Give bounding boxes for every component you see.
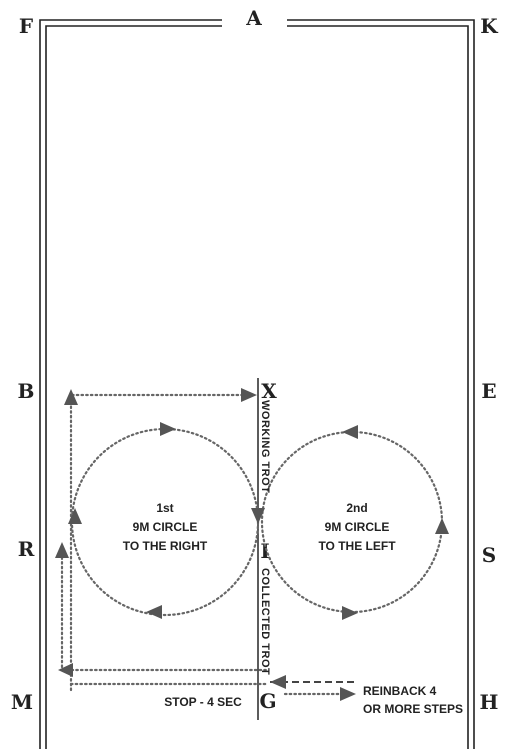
marker-i: I: [260, 539, 269, 563]
arrow-up-left: [64, 389, 78, 405]
collected-trot-label: COLLECTED TROT: [259, 568, 271, 675]
arrow-reinback: [340, 687, 356, 701]
arrow-c1-top: [160, 422, 176, 436]
arrow-c1-bottom: [146, 605, 162, 619]
circle-1-label-line1: 1st: [156, 501, 173, 515]
marker-a: A: [245, 6, 262, 30]
circle-1-label-line3: TO THE RIGHT: [123, 539, 208, 553]
route-lines: [60, 393, 355, 696]
arrow-back-to-g: [270, 675, 286, 689]
direction-arrows: [55, 388, 449, 701]
marker-g: G: [259, 689, 276, 713]
marker-f: F: [19, 14, 33, 38]
marker-k: K: [480, 14, 498, 38]
circle-1-label-line2: 9M CIRCLE: [133, 520, 198, 534]
arrow-c1-x-down: [251, 508, 265, 524]
working-trot-label: WORKING TROT: [259, 400, 271, 493]
arrow-right-to-x: [241, 388, 257, 402]
circle-2-label-line2: 9M CIRCLE: [325, 520, 390, 534]
marker-m: M: [11, 690, 33, 714]
marker-x: X: [261, 379, 277, 403]
circle-2-label-line1: 2nd: [346, 501, 367, 515]
arrow-c2-right: [435, 518, 449, 534]
reinback-instruction-line2: OR MORE STEPS: [363, 702, 463, 716]
arrow-up-r: [55, 542, 69, 558]
marker-e: E: [481, 379, 496, 403]
marker-h: H: [480, 690, 499, 714]
arrow-c1-left: [68, 508, 82, 524]
marker-r: R: [18, 537, 35, 561]
arrow-c2-bottom: [342, 606, 358, 620]
circle-2-label-line3: TO THE LEFT: [318, 539, 396, 553]
arrow-left-bottom: [58, 663, 73, 677]
reinback-instruction-line1: REINBACK 4: [363, 684, 437, 698]
marker-b: B: [18, 379, 35, 403]
marker-s: S: [482, 543, 496, 567]
arrow-c2-top: [342, 425, 358, 439]
halt-instruction: STOP - 4 SEC: [164, 695, 242, 709]
arena-wall: [39, 19, 475, 749]
